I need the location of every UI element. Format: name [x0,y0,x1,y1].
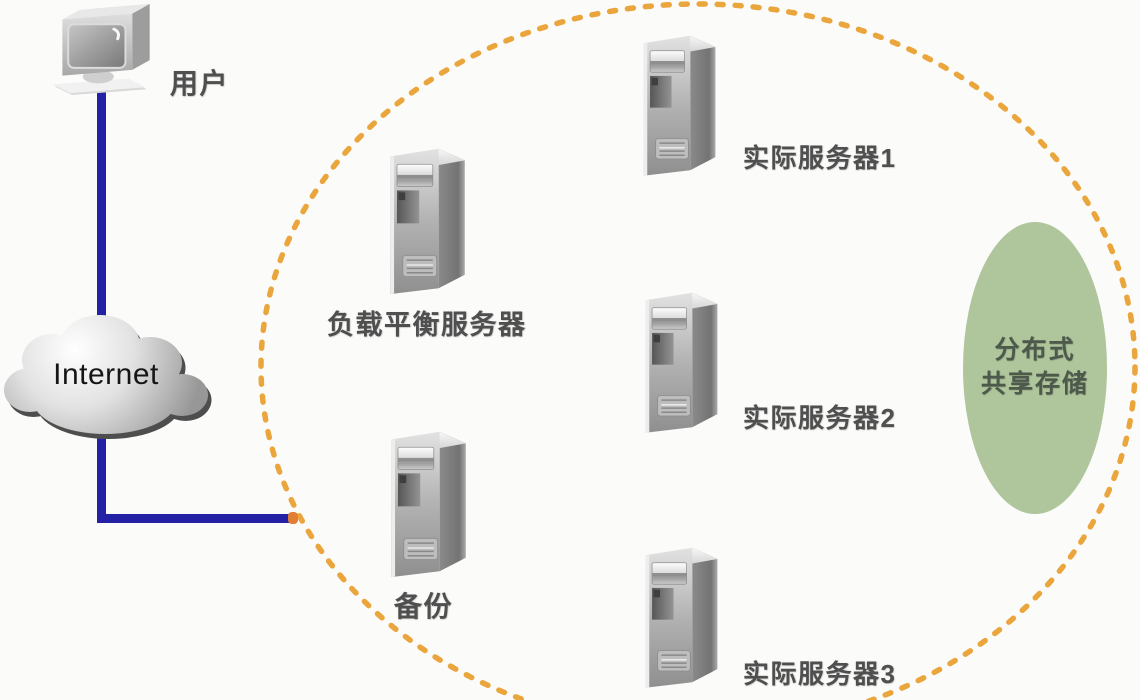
user-node [48,0,166,97]
real-server-2-label: 实际服务器2 [743,403,897,433]
real-server-1-node [637,28,721,178]
server-tower-icon [639,285,723,435]
server-tower-icon [639,540,723,690]
storage-label-line1: 分布式 [994,336,1076,365]
storage-label-line2: 共享存储 [980,370,1089,398]
backup-node [384,424,472,579]
server-tower-icon [384,424,472,579]
load-balancer-label: 负载平衡服务器 [327,310,527,340]
real-server-3-label: 实际服务器3 [743,659,897,689]
user-label: 用户 [170,68,230,99]
cluster-dashed-ellipse [258,1,1138,700]
internet-label: Internet [53,358,159,391]
storage-node: 分布式 共享存储 [963,222,1107,514]
load-balancer-node [383,141,471,296]
real-server-2-node [639,285,723,435]
internet-node [0,305,215,450]
real-server-3-node [639,540,723,690]
backup-label: 备份 [394,591,454,622]
server-tower-icon [637,28,721,178]
real-server-1-label: 实际服务器1 [743,143,897,173]
link-endpoint-dot [288,512,298,524]
crt-monitor-icon [48,0,166,97]
server-tower-icon [383,141,471,296]
cloud-icon [4,315,212,439]
